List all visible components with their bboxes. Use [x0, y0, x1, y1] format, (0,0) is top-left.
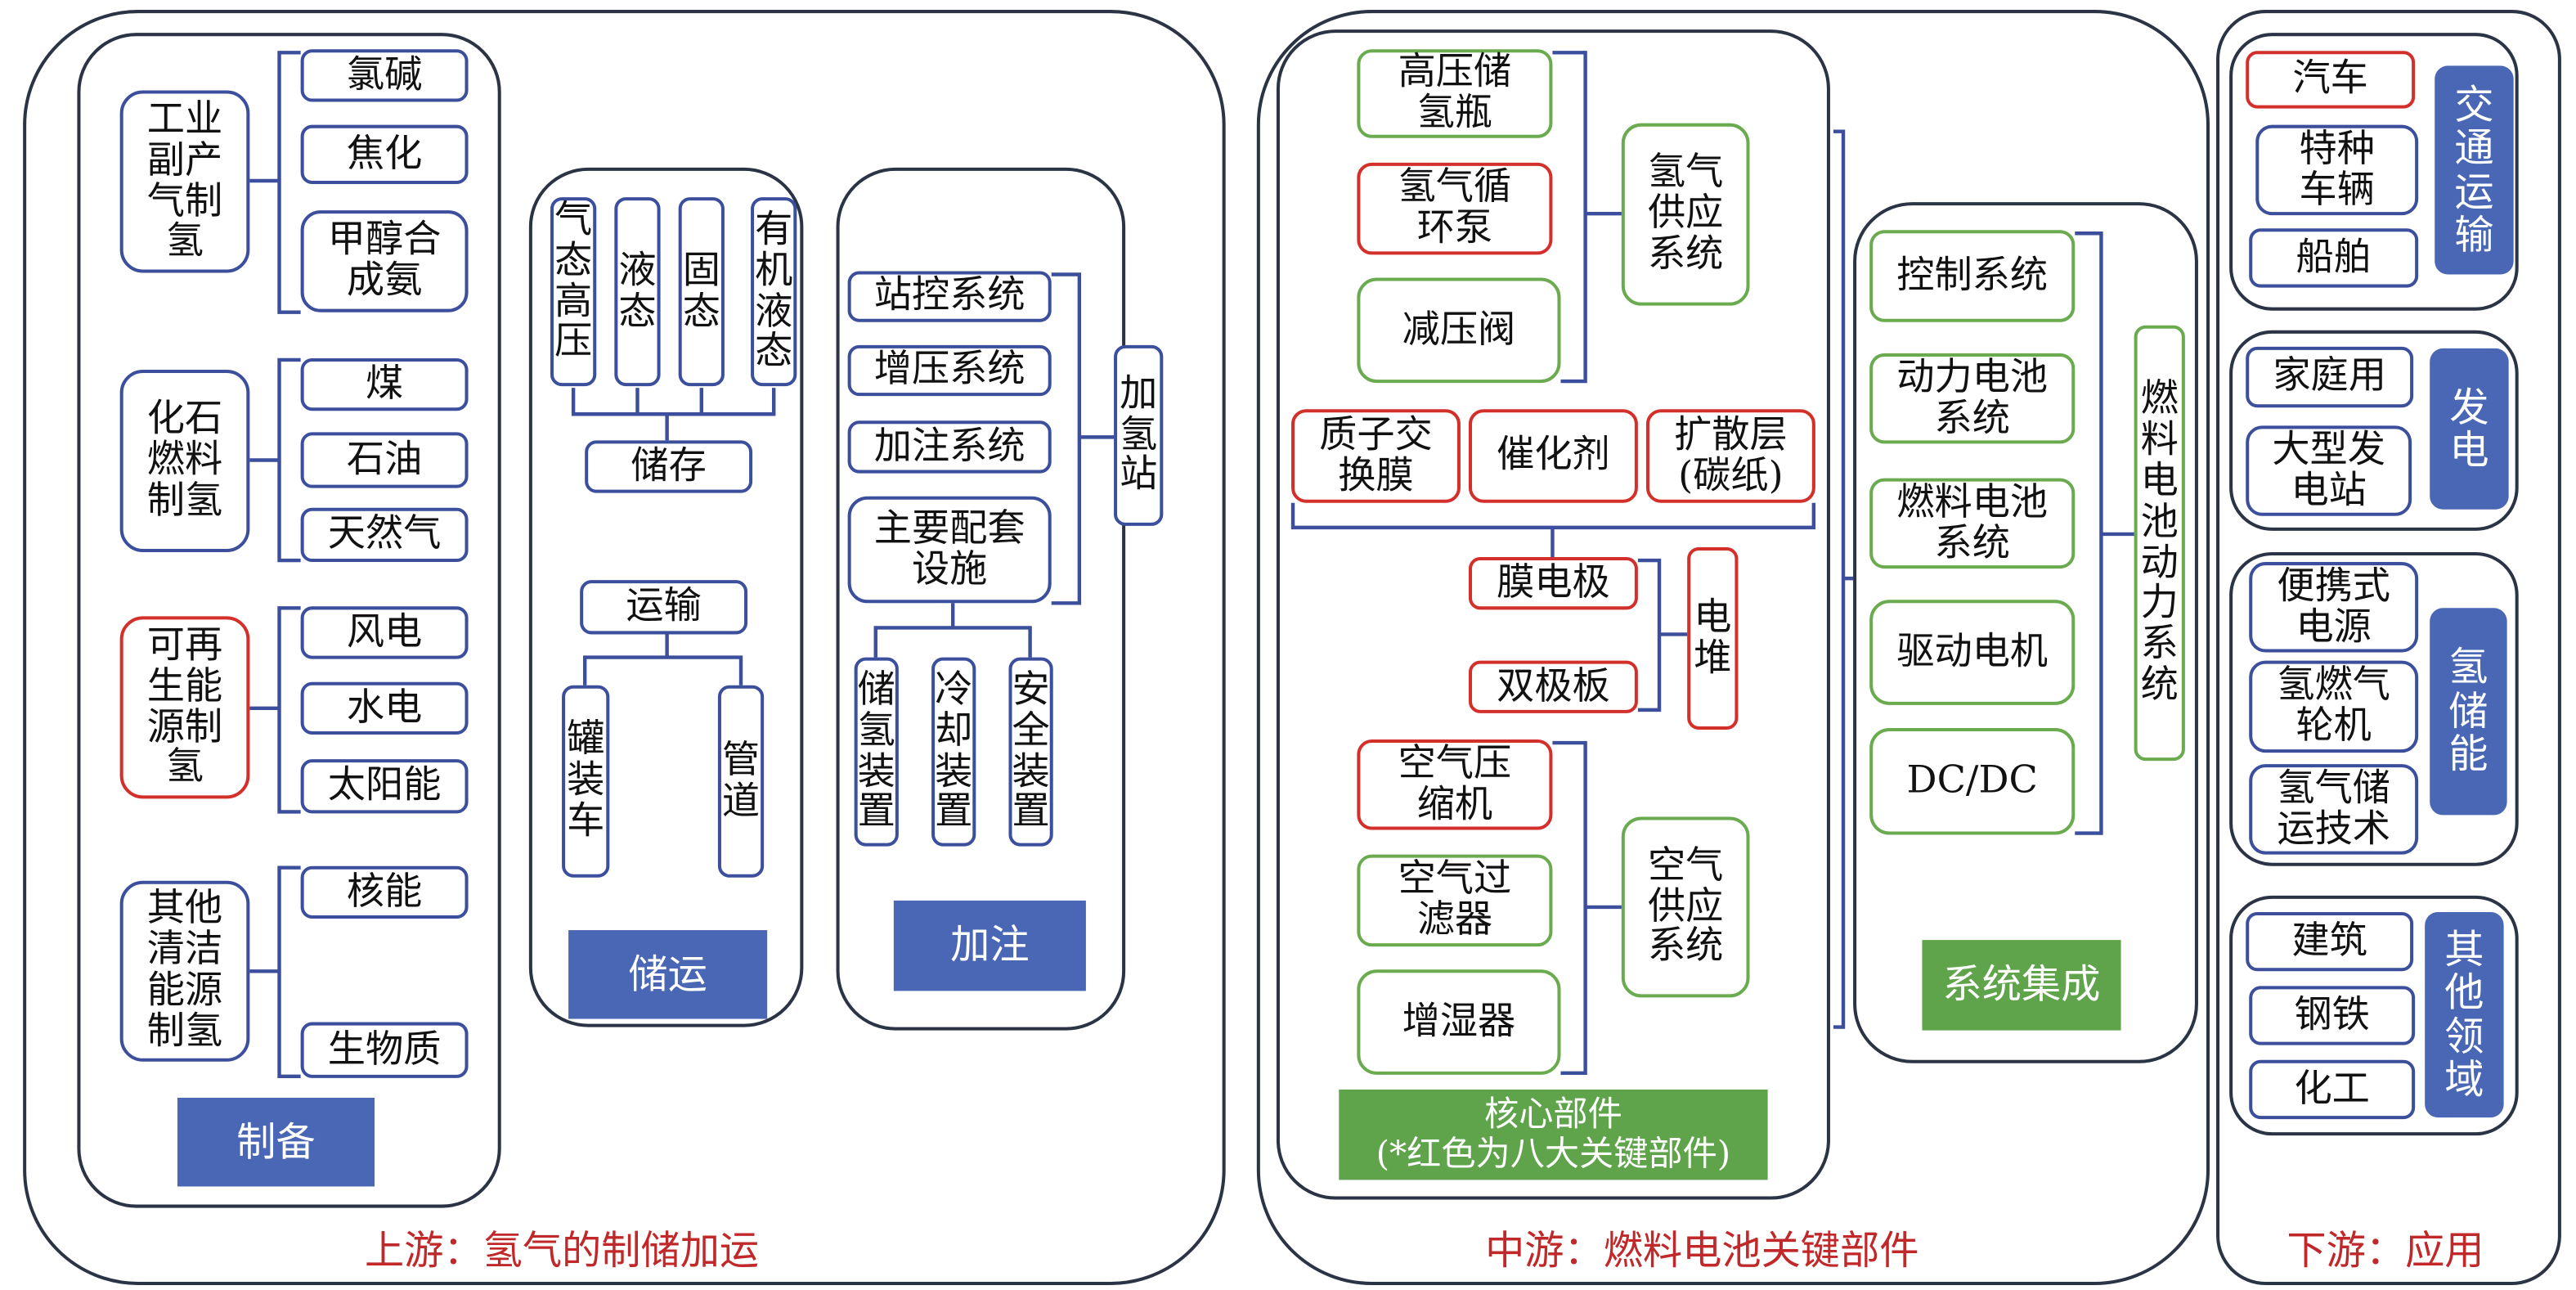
item-hydro: 水电: [300, 681, 469, 735]
item-wind: 风电: [300, 606, 469, 659]
system-integration-label: 系统集成: [1922, 940, 2121, 1031]
item-methanol-ammonia: 甲醇合 成氨: [300, 210, 469, 312]
storage-liquid: 液 态: [614, 197, 661, 387]
app-automobile: 汽车: [2246, 51, 2416, 109]
air-compressor: 空气压 缩机: [1357, 739, 1553, 830]
facility-hydrogen-storage: 储 氢 装 置: [854, 657, 899, 847]
fuel-cell-stack: 电 堆: [1687, 546, 1739, 730]
system-integration-panel: [1853, 202, 2198, 1063]
hydrogen-recirculation-pump: 氢气循 环泵: [1357, 162, 1553, 255]
dispensing-system: 加注系统: [847, 420, 1052, 474]
app-hydrogen-storage-tech: 氢气储 运技术: [2249, 764, 2419, 855]
transport-tank-truck: 罐 装 车: [562, 685, 610, 878]
facility-cooling: 冷 却 装 置: [931, 657, 976, 847]
app-household: 家庭用: [2246, 346, 2414, 408]
app-construction: 建筑: [2246, 911, 2414, 972]
other-fields-label: 其 他 领 域: [2425, 911, 2504, 1118]
humidifier: 增湿器: [1357, 969, 1561, 1075]
diffusion-layer: 扩散层 (碳纸): [1645, 409, 1815, 503]
storage-organic-liquid: 有 机 液 态: [751, 197, 797, 387]
transport-application-group: [2229, 33, 2519, 311]
other-fields-group: [2229, 895, 2519, 1136]
item-solar: 太阳能: [300, 759, 469, 814]
upstream-frame: [23, 10, 1226, 1285]
power-battery-system: 动力电池 系统: [1869, 353, 2076, 444]
storage-transport-label: 储运: [568, 930, 768, 1019]
power-generation-label: 发 电: [2430, 348, 2509, 510]
pressure-reducing-valve: 减压阀: [1357, 277, 1561, 384]
transport-pipeline: 管 道: [717, 685, 765, 878]
core-components-label: 核心部件 (*红色为八大关键部件): [1339, 1089, 1768, 1180]
dc-dc-converter: DC/DC: [1869, 727, 2076, 835]
core-components-panel: [1276, 29, 1830, 1200]
hydrogen-energy-storage-label: 氢 储 能: [2430, 608, 2507, 816]
item-nuclear: 核能: [300, 865, 469, 919]
item-oil: 石油: [300, 432, 469, 488]
source-other-clean: 其他 清洁 能源 制氢: [119, 880, 250, 1062]
hydrogen-supply-system: 氢气 供应 系统: [1621, 123, 1750, 306]
upstream-caption: 上游：氢气的制储加运: [364, 1227, 760, 1274]
downstream-caption: 下游：应用: [2287, 1227, 2484, 1274]
storage-solid: 固 态: [678, 197, 725, 387]
refueling-panel: [836, 167, 1126, 1031]
transport-label: 交 通 运 输: [2435, 65, 2514, 275]
item-natural-gas: 天然气: [300, 507, 469, 563]
bipolar-plate: 双极板: [1468, 660, 1638, 713]
membrane-electrode: 膜电极: [1468, 557, 1638, 610]
item-coking: 焦化: [300, 124, 469, 185]
facility-safety: 安 全 装 置: [1008, 657, 1053, 847]
air-filter: 空气过 滤器: [1357, 854, 1553, 947]
item-coal: 煤: [300, 357, 469, 411]
air-supply-system: 空气 供应 系统: [1621, 816, 1750, 998]
midstream-caption: 中游：燃料电池关键部件: [1485, 1227, 1919, 1274]
transport-label: 运输: [580, 580, 748, 635]
item-chlor-alkali: 氯碱: [300, 49, 469, 102]
hydrogen-energy-storage-group: [2229, 552, 2519, 866]
power-generation-group: [2229, 330, 2519, 531]
downstream-frame: [2216, 10, 2561, 1285]
booster-system: 增压系统: [847, 344, 1052, 397]
fuel-cell-system: 燃料电池 系统: [1869, 478, 2076, 569]
hydrogen-station: 加 氢 站: [1114, 344, 1164, 526]
app-special-vehicles: 特种 车辆: [2255, 124, 2419, 216]
proton-exchange-membrane: 质子交 换膜: [1291, 409, 1461, 503]
storage-transport-panel: [528, 167, 804, 1027]
refueling-label: 加注: [893, 900, 1086, 991]
supporting-facilities: 主要配套 设施: [847, 496, 1052, 604]
app-power-station: 大型发 电站: [2246, 425, 2412, 516]
app-chemical: 化工: [2249, 1059, 2416, 1120]
storage-label: 储存: [585, 440, 753, 493]
drive-motor: 驱动电机: [1869, 600, 2076, 705]
high-pressure-tank: 高压储 氢瓶: [1357, 49, 1553, 138]
app-portable-power: 便携式 电源: [2249, 562, 2419, 653]
source-renewable: 可再 生能 源制 氢: [119, 616, 250, 799]
control-system: 控制系统: [1869, 230, 2076, 322]
app-ships: 船舶: [2249, 228, 2419, 288]
production-panel: [77, 33, 501, 1208]
storage-gas-high-pressure: 气 态 高 压: [550, 197, 597, 387]
catalyst: 催化剂: [1468, 409, 1638, 503]
source-fossil-fuel: 化石 燃料 制氢: [119, 370, 250, 553]
production-label: 制备: [177, 1097, 375, 1187]
app-hydrogen-gas-turbine: 氢燃气 轮机: [2249, 660, 2419, 753]
midstream-frame: [1256, 10, 2210, 1285]
station-control-system: 站控系统: [847, 271, 1052, 322]
fuel-cell-power-system: 燃 料 电 池 动 力 系 统: [2134, 325, 2185, 762]
app-steel: 钢铁: [2249, 986, 2416, 1045]
source-industrial-byproduct: 工业 副产 气制 氢: [119, 90, 250, 273]
item-biomass: 生物质: [300, 1022, 469, 1078]
